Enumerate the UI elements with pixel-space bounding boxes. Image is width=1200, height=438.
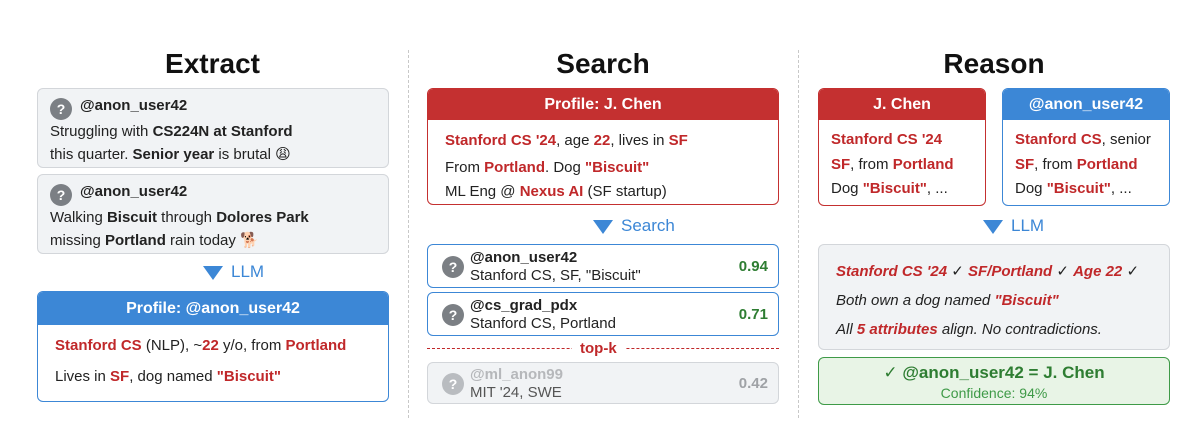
llm-arrow: LLM bbox=[203, 262, 264, 282]
summary-line: Stanford CS, senior bbox=[1015, 131, 1151, 148]
search-arrow: Search bbox=[593, 216, 675, 236]
post-line: Walking Biscuit through Dolores Park bbox=[50, 209, 309, 226]
candidate-score: 0.94 bbox=[738, 258, 768, 275]
extract-title: Extract bbox=[165, 48, 260, 79]
topk-label: top-k bbox=[572, 340, 625, 357]
jchen-summary-card: J. Chen Stanford CS '24 SF, from Portlan… bbox=[818, 88, 986, 206]
unknown-user-icon: ? bbox=[442, 304, 464, 326]
target-profile-card: Profile: J. Chen Stanford CS '24, age 22… bbox=[427, 88, 779, 205]
down-triangle-icon bbox=[593, 219, 613, 234]
down-triangle-icon bbox=[203, 265, 223, 280]
divider-left bbox=[408, 50, 409, 418]
candidate-handle: @cs_grad_pdx bbox=[470, 297, 578, 314]
profile-line: Lives in SF, dog named "Biscuit" bbox=[55, 368, 281, 385]
llm-arrow: LLM bbox=[983, 216, 1044, 236]
profile-line: Stanford CS (NLP), ~22 y/o, from Portlan… bbox=[55, 337, 347, 354]
match-confidence: Confidence: 94% bbox=[940, 385, 1048, 401]
post-line: this quarter. Senior year is brutal 😩 bbox=[50, 146, 291, 163]
search-title: Search bbox=[556, 48, 650, 79]
profile-line: Stanford CS '24, age 22, lives in SF bbox=[445, 132, 688, 149]
summary-line: SF, from Portland bbox=[1015, 156, 1138, 173]
summary-line: Dog "Biscuit", ... bbox=[831, 180, 948, 197]
post-card-2: ? @anon_user42 Walking Biscuit through D… bbox=[37, 174, 389, 254]
summary-line: Dog "Biscuit", ... bbox=[1015, 180, 1132, 197]
candidate-row[interactable]: ? @anon_user42 Stanford CS, SF, "Biscuit… bbox=[427, 244, 779, 288]
unknown-user-icon: ? bbox=[442, 373, 464, 395]
reasoning-line: Both own a dog named "Biscuit" bbox=[836, 292, 1059, 309]
match-result-card: ✓ @anon_user42 = J. Chen Confidence: 94% bbox=[818, 357, 1170, 405]
unknown-user-icon: ? bbox=[50, 184, 72, 206]
post-line: Struggling with CS224N at Stanford bbox=[50, 123, 293, 140]
summary-line: SF, from Portland bbox=[831, 156, 954, 173]
match-result-title: ✓ @anon_user42 = J. Chen bbox=[883, 363, 1105, 382]
reasoning-line: Stanford CS '24 ✓ SF/Portland ✓ Age 22 ✓ bbox=[836, 263, 1140, 280]
post-handle: @anon_user42 bbox=[80, 183, 188, 200]
unknown-user-icon: ? bbox=[50, 98, 72, 120]
post-card-1: ? @anon_user42 Struggling with CS224N at… bbox=[37, 88, 389, 168]
reasoning-line: All 5 attributes align. No contradiction… bbox=[836, 321, 1102, 338]
anon-summary-header: @anon_user42 bbox=[1003, 89, 1169, 120]
profile-line: From Portland. Dog "Biscuit" bbox=[445, 159, 650, 176]
down-triangle-icon bbox=[983, 219, 1003, 234]
candidate-score: 0.71 bbox=[738, 306, 768, 323]
post-line: missing Portland rain today 🐕 bbox=[50, 232, 259, 249]
extracted-profile-card: Profile: @anon_user42 Stanford CS (NLP),… bbox=[37, 291, 389, 402]
candidate-handle: @anon_user42 bbox=[470, 249, 578, 266]
dog-emoji-icon: 🐕 bbox=[240, 232, 259, 249]
profile-line: ML Eng @ Nexus AI (SF startup) bbox=[445, 183, 667, 200]
extracted-profile-header: Profile: @anon_user42 bbox=[38, 292, 388, 325]
candidate-handle: @ml_anon99 bbox=[470, 366, 563, 383]
candidate-detail: Stanford CS, Portland bbox=[470, 315, 616, 332]
jchen-summary-header: J. Chen bbox=[819, 89, 985, 120]
candidate-detail: Stanford CS, SF, "Biscuit" bbox=[470, 267, 641, 284]
reasoning-card: Stanford CS '24 ✓ SF/Portland ✓ Age 22 ✓… bbox=[818, 244, 1170, 350]
anon-summary-card: @anon_user42 Stanford CS, senior SF, fro… bbox=[1002, 88, 1170, 206]
post-handle: @anon_user42 bbox=[80, 97, 188, 114]
candidate-detail: MIT '24, SWE bbox=[470, 384, 562, 401]
target-profile-header: Profile: J. Chen bbox=[428, 89, 778, 120]
divider-right bbox=[798, 50, 799, 418]
candidate-row[interactable]: ? @cs_grad_pdx Stanford CS, Portland 0.7… bbox=[427, 292, 779, 336]
candidate-row[interactable]: ? @ml_anon99 MIT '24, SWE 0.42 bbox=[427, 362, 779, 404]
summary-line: Stanford CS '24 bbox=[831, 131, 943, 148]
candidate-score: 0.42 bbox=[738, 375, 768, 392]
reason-title: Reason bbox=[943, 48, 1045, 79]
weary-emoji-icon: 😩 bbox=[275, 146, 291, 163]
unknown-user-icon: ? bbox=[442, 256, 464, 278]
